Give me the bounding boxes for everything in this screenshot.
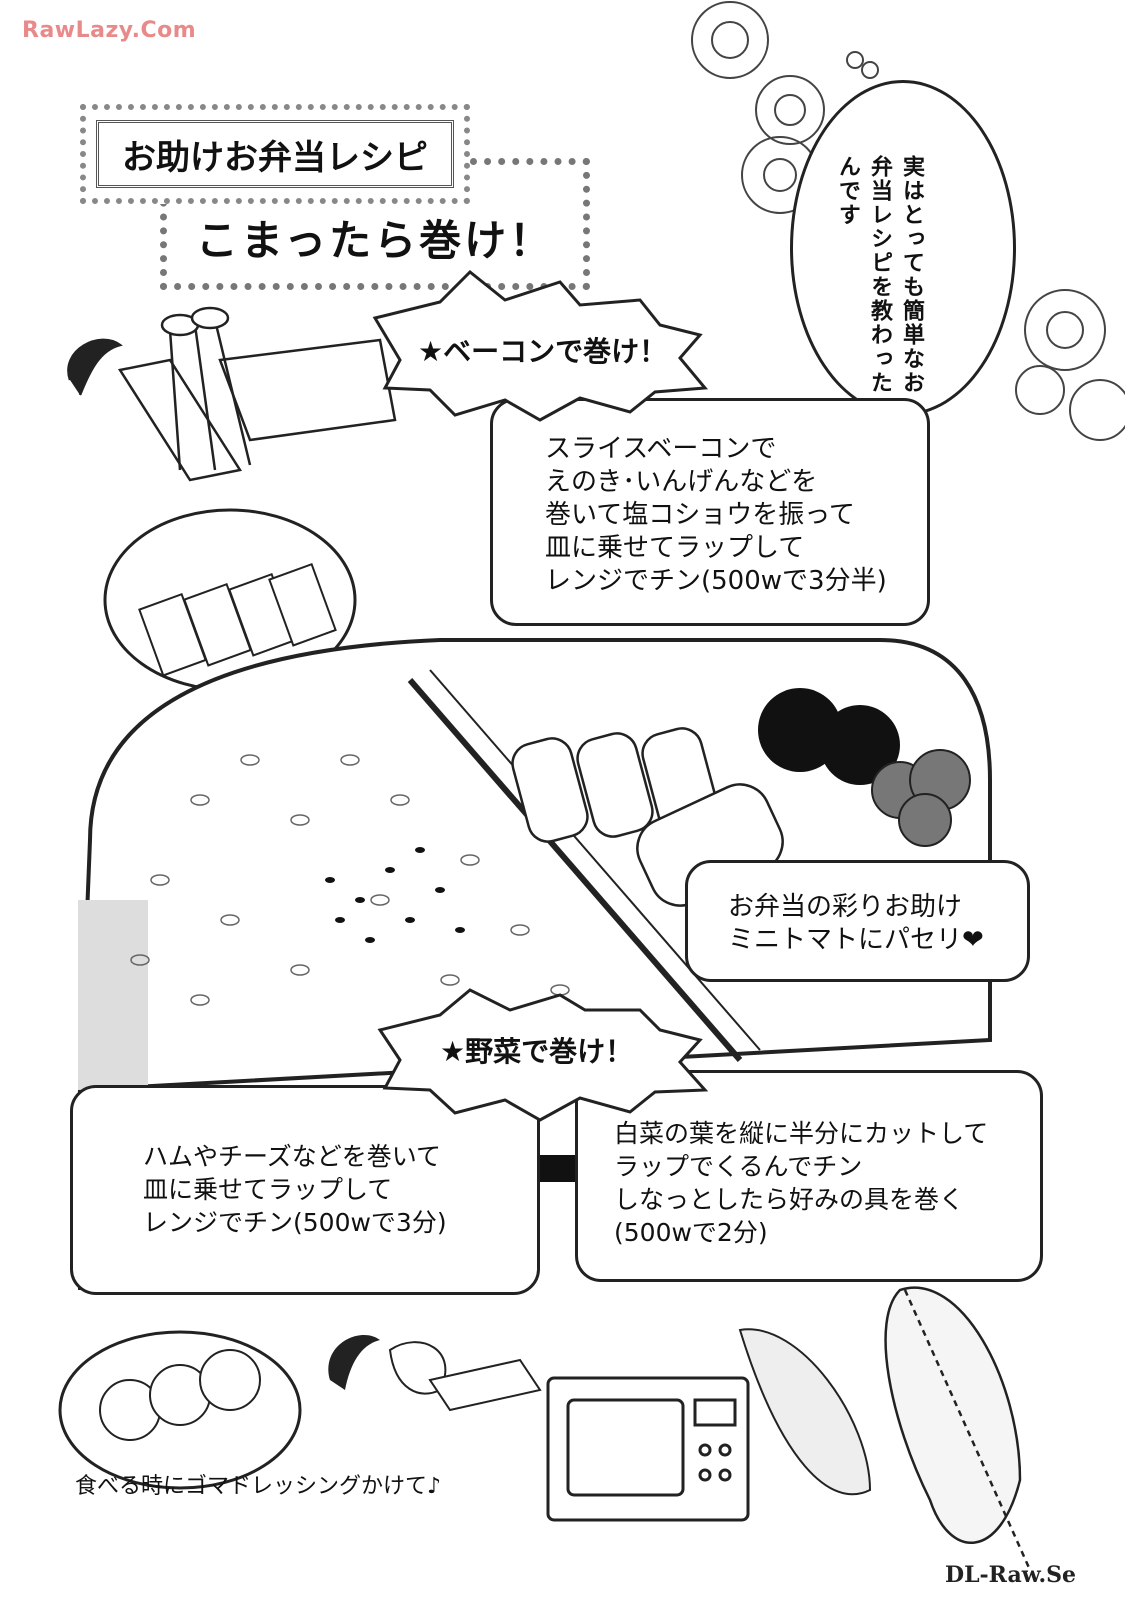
- veg-step2-line: ハムやチーズなどを巻いて: [143, 1142, 442, 1171]
- title-box: お助けお弁当レシピ: [80, 104, 470, 204]
- color-tip-line: お弁当の彩りお助け: [728, 892, 963, 922]
- intro-speech-bubble: 実はとっても簡単なお弁当レシピを教わったんです: [790, 80, 1016, 416]
- vegetable-step1-box: 白菜の葉を縦に半分にカットして ラップでくるんでチン しなっとしたら好みの具を巻…: [575, 1070, 1043, 1282]
- veg-step1-line: (500wで2分): [614, 1218, 768, 1247]
- watermark-bottom: DL-Raw.Se: [945, 1562, 1076, 1588]
- curl-arrow-icon: [328, 1334, 380, 1390]
- watermark-top: RawLazy.Com: [22, 18, 197, 43]
- bacon-line: レンジでチン(500wで3分半): [545, 566, 887, 596]
- leaf-roll-illustration: [388, 1341, 542, 1412]
- bacon-line: 巻いて塩コショウを振って: [545, 500, 855, 530]
- color-tip-line: ミニトマトにパセリ❤: [728, 925, 984, 955]
- bacon-line: 皿に乗せてラップして: [545, 533, 805, 563]
- color-tip-box: お弁当の彩りお助け ミニトマトにパセリ❤: [685, 860, 1030, 982]
- sesame-seeds: [325, 847, 465, 943]
- title-main: お助けお弁当レシピ: [96, 120, 454, 188]
- veg-step1-line: ラップでくるんでチン: [614, 1152, 863, 1181]
- bacon-line: えのき･いんげんなどを: [545, 467, 818, 497]
- veg-step2-line: レンジでチン(500wで3分): [143, 1208, 447, 1237]
- bacon-recipe-box: スライスベーコンで えのき･いんげんなどを 巻いて塩コショウを振って 皿に乗せて…: [490, 398, 930, 626]
- bacon-line: スライスベーコンで: [545, 434, 777, 464]
- flower-decoration: [691, 1, 1125, 441]
- star-burst-icon: [372, 269, 709, 422]
- cabbage-icon: [884, 1286, 1032, 1571]
- dressing-caption: 食べる時にゴマドレッシングかけて♪: [75, 1474, 442, 1499]
- veg-step1-line: しなっとしたら好みの具を巻く: [614, 1185, 965, 1214]
- tomatoes: [758, 688, 900, 785]
- intro-text: 実はとっても簡単なお弁当レシピを教わったんです: [835, 155, 924, 395]
- microwave-icon: [546, 1376, 750, 1522]
- bacon-enoki-illustration: [67, 306, 397, 482]
- veg-step2-line: 皿に乗せてラップして: [143, 1175, 393, 1204]
- broccoli: [871, 749, 971, 847]
- wrapped-cabbage: [738, 1328, 872, 1496]
- star-burst-icon-2: [377, 988, 709, 1122]
- bacon-heading: ★ベーコンで巻け！: [418, 335, 668, 368]
- veg-step1-line: 白菜の葉を縦に半分にカットして: [614, 1119, 989, 1148]
- vegetable-step2-box: ハムやチーズなどを巻いて 皿に乗せてラップして レンジでチン(500wで3分): [70, 1085, 540, 1295]
- subtitle: こまったら巻け！: [195, 216, 555, 265]
- vegetable-heading: ★野菜で巻け！: [440, 1035, 634, 1068]
